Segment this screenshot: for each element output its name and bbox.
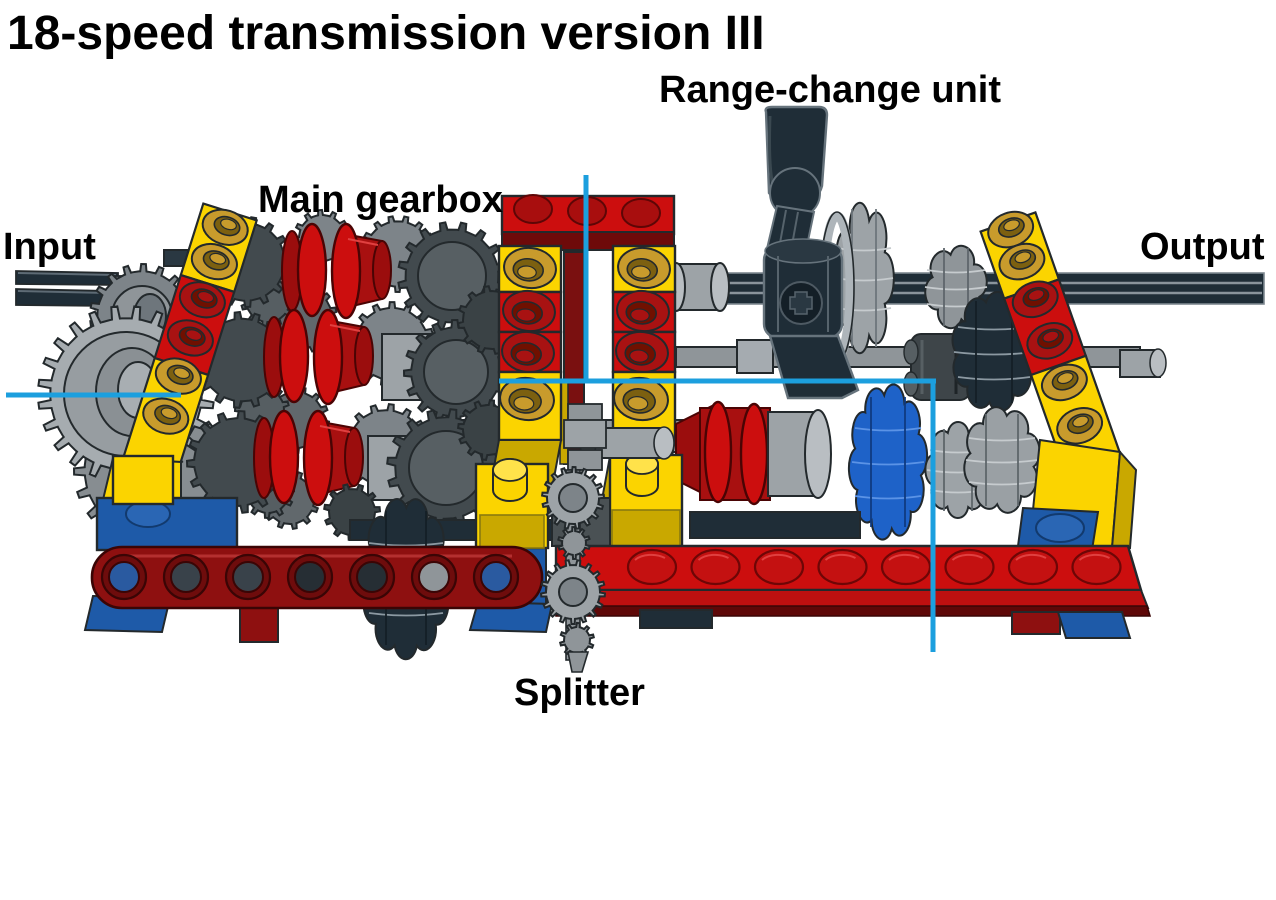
- svg-text:Input: Input: [3, 226, 96, 268]
- svg-text:Output: Output: [1140, 226, 1265, 268]
- svg-text:Splitter: Splitter: [514, 672, 645, 714]
- svg-text:Range-change unit: Range-change unit: [659, 69, 1001, 111]
- svg-text:18-speed transmission version: 18-speed transmission version III: [7, 7, 765, 60]
- svg-text:Main gearbox: Main gearbox: [258, 179, 503, 221]
